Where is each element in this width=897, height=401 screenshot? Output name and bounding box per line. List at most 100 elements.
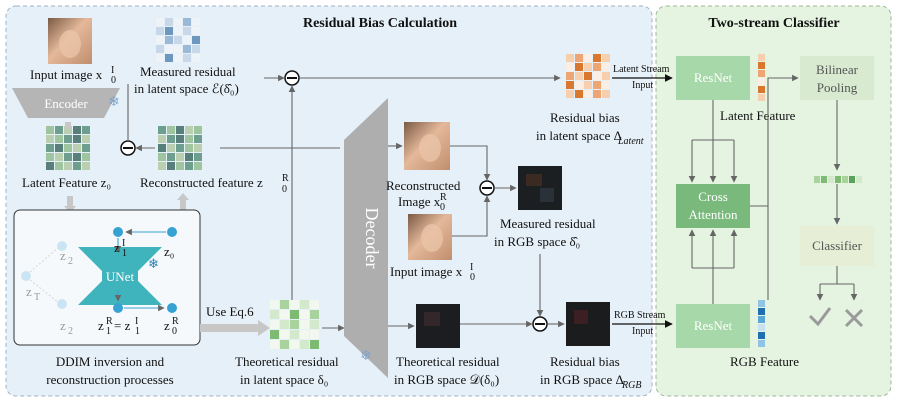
theoretical-latent-grid [270,300,319,349]
decoder-block [344,98,388,378]
reconstructed-image-label-2: Image x [398,194,441,209]
measured-rgb-label-2: in RGB space δ̂₀ [494,234,580,249]
unet-label: UNet [106,269,135,284]
grid-cell [290,300,299,309]
grid-cell [566,63,574,71]
grid-cell [73,135,81,143]
grid-cell [584,90,592,98]
feature-cell [758,78,765,85]
feature-cell [758,62,765,69]
grid-cell [310,330,319,339]
grid-cell [64,126,72,134]
classifier-panel [655,5,892,397]
reconstructed-feature-grid [158,126,202,170]
arrow [258,320,270,336]
cross-attention-label-2: Attention [688,207,738,222]
subscript-label: 0 [470,272,475,283]
grid-cell [183,18,191,26]
grid-cell [156,36,164,44]
grid-cell [602,81,610,89]
grid-cell [183,27,191,35]
feature-cell [758,332,765,339]
arrow [750,74,799,207]
grid-cell [158,144,166,152]
grid-cell [176,126,184,134]
grid-cell [270,300,279,309]
grid-cell [280,330,289,339]
subscript-label: 1 [122,248,127,259]
measured-residual-latent-label-2: in latent space ℰ(δ̂₀) [134,81,239,96]
grid-cell [602,54,610,62]
grid-cell [156,18,164,26]
feature-cell [758,70,765,77]
measured-rgb-label-1: Measured residual [500,216,596,231]
pooled-vector [814,176,862,183]
grid-cell [82,126,90,134]
arrow [177,193,189,200]
z2I-label: z [60,248,66,263]
grid-cell [300,310,309,319]
snowflake-icon: ❄ [148,257,159,272]
rgb-feature-strip [758,300,765,347]
left-panel-title: Residual Bias Calculation [303,16,457,31]
z0-label: z₀ [164,244,174,259]
minus-circle-icon [532,316,548,332]
grid-cell [602,90,610,98]
grid-cell [584,72,592,80]
grid-cell [158,153,166,161]
bilinear-pooling-block [800,56,874,100]
grid-cell [174,27,182,35]
grid-cell [192,54,200,62]
ddim-label-2: reconstruction processes [46,372,173,387]
use-eq-label: Use Eq.6 [206,304,254,319]
grid-cell [46,162,54,170]
grid-cell [575,81,583,89]
grid-cell [280,340,289,349]
node-z0R [167,303,177,313]
grid-cell [167,135,175,143]
ddim-label-1: DDIM inversion and [56,354,165,369]
grid-cell [174,54,182,62]
superscript-label: 0 [111,75,116,86]
arrow [452,195,491,237]
grid-cell [73,126,81,134]
grid-cell [174,18,182,26]
minus-circle-icon [120,140,136,156]
subscript-label: T [34,292,40,303]
grid-cell [64,153,72,161]
feature-cell [758,316,765,323]
grid-cell [174,36,182,44]
cross-attention-label-1: Cross [698,189,728,204]
grid-cell [185,135,193,143]
classifier-label: Classifier [812,238,862,253]
cross-attention-block [676,184,750,228]
resnet-bottom [676,304,750,348]
grid-cell [280,320,289,329]
grid-cell [290,320,299,329]
resnet-top-label: ResNet [694,70,733,85]
theoretical-latent-label-2: in latent space δ₀ [240,372,328,387]
grid-cell [192,18,200,26]
grid-cell [290,330,299,339]
classifier-block [800,226,874,266]
grid-cell [73,144,81,152]
grid-cell [167,126,175,134]
grid-cell [158,126,166,134]
grid-cell [310,310,319,319]
grid-cell [270,330,279,339]
grid-cell [194,144,202,152]
bilinear-label-2: Pooling [817,80,858,95]
grid-cell [192,27,200,35]
cross-icon [844,308,864,328]
bilinear-label-1: Bilinear [816,62,859,77]
minus-circle-icon [284,70,300,86]
grid-cell [46,126,54,134]
feature-cell [856,176,862,183]
grid-cell [165,45,173,53]
subscript-label: 2 [68,326,73,337]
grid-cell [584,81,592,89]
grid-cell [194,162,202,170]
grid-cell [55,126,63,134]
feature-cell [849,176,855,183]
